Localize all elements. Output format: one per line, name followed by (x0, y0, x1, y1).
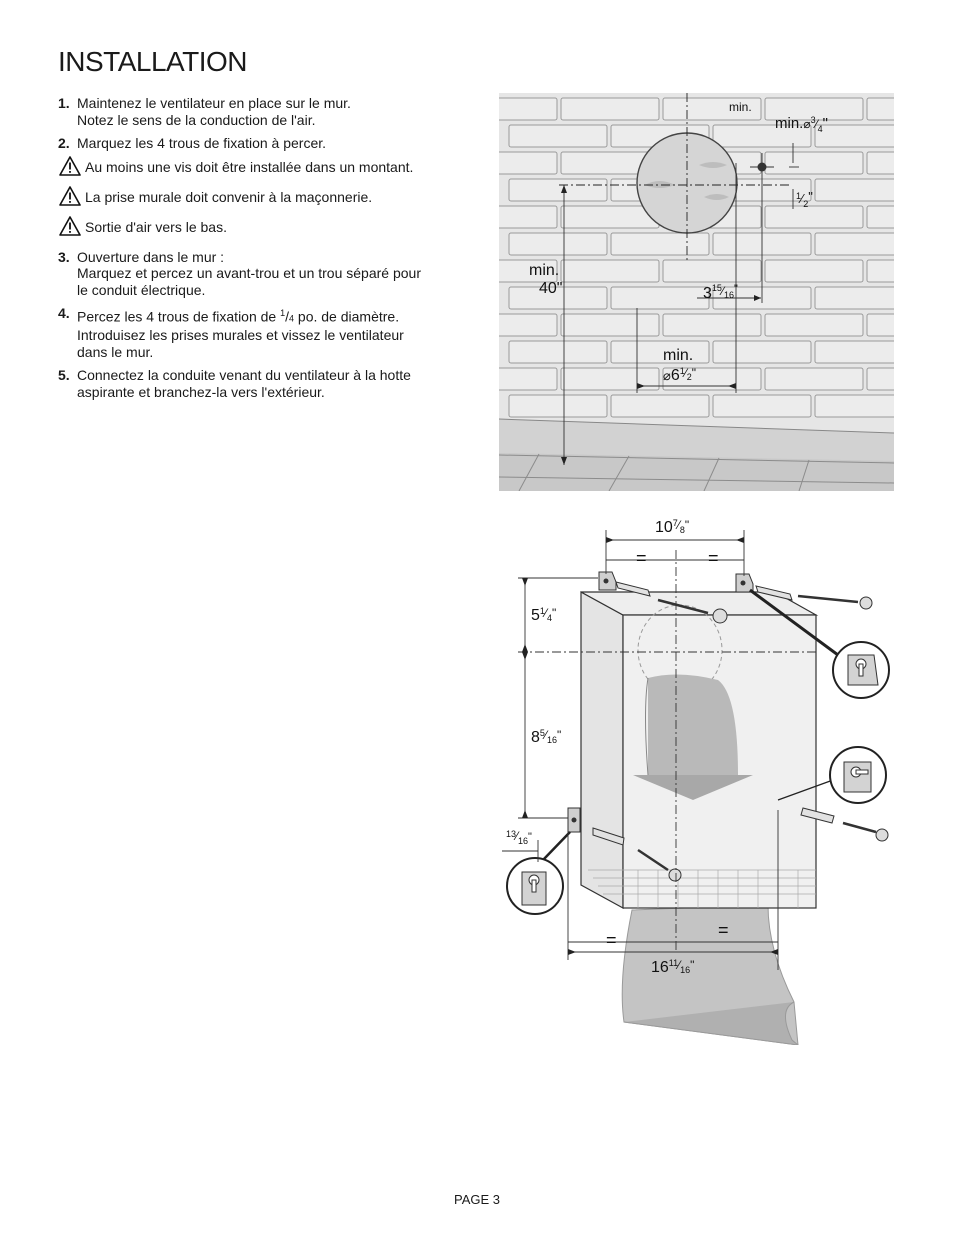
duct-diameter-label: ⌀61⁄2" (663, 366, 696, 384)
equal-mark: = (718, 920, 729, 940)
step-3: 3. Ouverture dans le mur : Marquez et pe… (58, 249, 468, 299)
step-text: Notez le sens de la conduction de l'air. (77, 111, 316, 128)
hole-min-label: min.⌀3⁄4" (775, 115, 828, 134)
step-text: Ouverture dans le mur : (77, 248, 225, 265)
step-text: Connectez la conduite venant du ventilat… (77, 367, 411, 384)
duct-min-label: min. (663, 347, 693, 364)
equal-mark: = (606, 930, 617, 950)
instruction-list: 1. Maintenez le ventilateur en place sur… (58, 95, 468, 407)
wall-opening-diagram: min. min.⌀3⁄4" 1⁄2" min. 40" 315⁄16" min… (499, 93, 894, 491)
step-1: 1. Maintenez le ventilateur en place sur… (58, 95, 468, 128)
step-text: aspirante et branchez-la vers l'extérieu… (77, 383, 325, 400)
bottom-width-label: 1611⁄16" (651, 958, 694, 976)
horizontal-offset-label: 315⁄16" (703, 283, 738, 302)
step-text: Maintenez le ventilateur en place sur le… (77, 95, 351, 111)
warning-icon (59, 215, 81, 236)
warning-3: Sortie d'air vers le bas. (58, 215, 468, 239)
step-2: 2. Marquez les 4 trous de fixation à per… (58, 135, 468, 152)
equal-mark: = (708, 548, 719, 568)
step-4: 4. Percez les 4 trous de fixation de 1/4… (58, 305, 468, 360)
step-5: 5. Connectez la conduite venant du venti… (58, 367, 468, 400)
side-offset-label: 13⁄16" (506, 829, 532, 846)
step-text: le conduit électrique. (77, 281, 206, 298)
warning-2: La prise murale doit convenir à la maçon… (58, 185, 468, 209)
height-value-label: 40" (539, 280, 562, 297)
step-number: 4. (58, 305, 70, 321)
page-footer: PAGE 3 (453, 1192, 500, 1207)
upper-height-label: 51⁄4" (531, 606, 556, 624)
equal-mark: = (636, 548, 647, 568)
top-width-label: 107⁄8" (655, 518, 689, 536)
step-number: 2. (58, 135, 70, 151)
step-text: Marquez et percez un avant-trou et un tr… (77, 265, 421, 281)
warning-icon (59, 155, 81, 176)
lower-height-label: 85⁄16" (531, 728, 561, 746)
step-text: Percez les 4 trous de fixation de 1/4 po… (77, 308, 400, 325)
height-min-label: min. (529, 262, 559, 279)
warning-icon (59, 185, 81, 206)
step-number: 3. (58, 248, 70, 265)
page-title: INSTALLATION (58, 46, 248, 77)
step-number: 5. (58, 367, 70, 384)
step-text: Marquez les 4 trous de fixation à percer… (77, 135, 327, 151)
warning-text: Au moins une vis doit être installée dan… (85, 158, 414, 175)
step-number: 1. (58, 95, 70, 111)
vertical-offset-label: 1⁄2" (796, 189, 813, 209)
fan-mounting-diagram: 107⁄8" = = 51⁄4" 85⁄16" 13⁄16" = = 1611⁄… (502, 518, 890, 1045)
warning-1: Au moins une vis doit être installée dan… (58, 155, 468, 179)
step-text: Introduisez les prises murales et vissez… (77, 327, 404, 344)
warning-text: La prise murale doit convenir à la maçon… (85, 188, 373, 205)
min-note: min. (729, 100, 752, 114)
warning-text: Sortie d'air vers le bas. (85, 218, 227, 235)
step-text: dans le mur. (77, 343, 154, 360)
